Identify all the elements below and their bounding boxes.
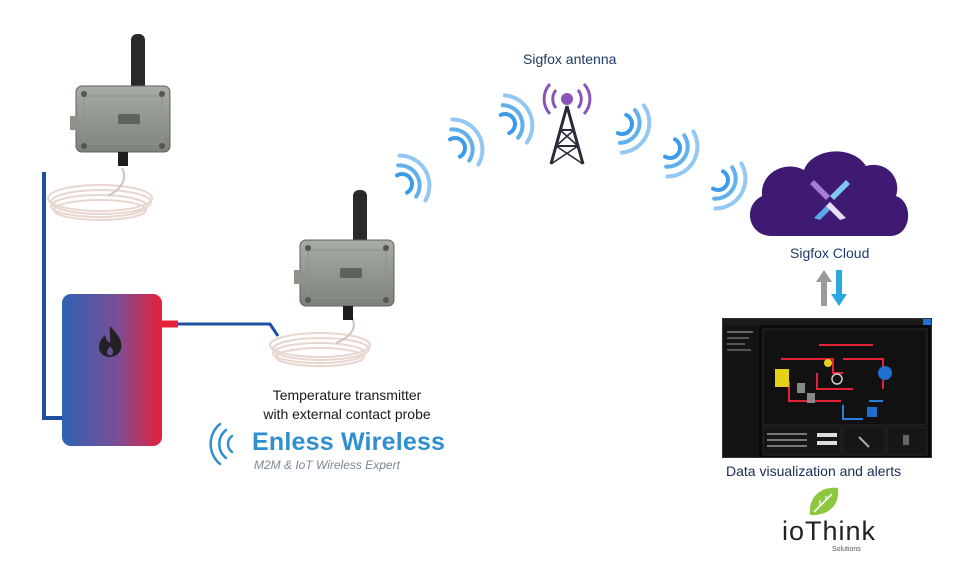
dashboard-illustration xyxy=(723,319,931,457)
radio-wave-group-5 xyxy=(663,129,700,179)
enless-brand-tagline: M2M & IoT Wireless Expert xyxy=(254,458,400,472)
transmitter-device-1 xyxy=(70,34,171,166)
iothink-brand-name: ioThink xyxy=(782,516,877,546)
iothink-brand-sub: Solutions xyxy=(832,546,861,553)
data-visualization-label: Data visualization and alerts xyxy=(726,463,902,479)
pipe-right xyxy=(162,320,280,337)
pipe-left xyxy=(42,172,68,420)
sensor-caption-line-1: Temperature transmitter xyxy=(272,387,422,403)
radio-wave-group-4 xyxy=(615,103,652,155)
hot-water-tank xyxy=(62,294,162,446)
bidirectional-arrows xyxy=(816,270,847,306)
radio-wave-group-3 xyxy=(498,93,535,145)
enless-brand-name: Enless Wireless xyxy=(252,428,446,456)
sensor-caption-line-2: with external contact probe xyxy=(263,406,431,422)
antenna-tower-icon xyxy=(542,82,592,165)
sigfox-logo-icon xyxy=(810,180,850,220)
radio-wave-group-6 xyxy=(711,161,748,211)
radio-wave-group-2 xyxy=(448,117,485,167)
sensor-caption: Temperature transmitter with external co… xyxy=(232,386,462,424)
transmitter-device-2 xyxy=(294,190,395,320)
flame-icon xyxy=(99,326,122,357)
sigfox-cloud-label: Sigfox Cloud xyxy=(790,245,870,261)
sigfox-cloud xyxy=(749,151,909,236)
probe-cable-coil-1 xyxy=(47,167,153,221)
iothink-leaf-icon xyxy=(809,487,839,516)
probe-cable-coil-2 xyxy=(269,317,371,367)
dashboard-screenshot xyxy=(722,318,932,458)
sigfox-antenna-label: Sigfox antenna xyxy=(523,51,617,67)
enless-wave-icon xyxy=(209,422,234,466)
radio-wave-group-1 xyxy=(395,153,432,203)
